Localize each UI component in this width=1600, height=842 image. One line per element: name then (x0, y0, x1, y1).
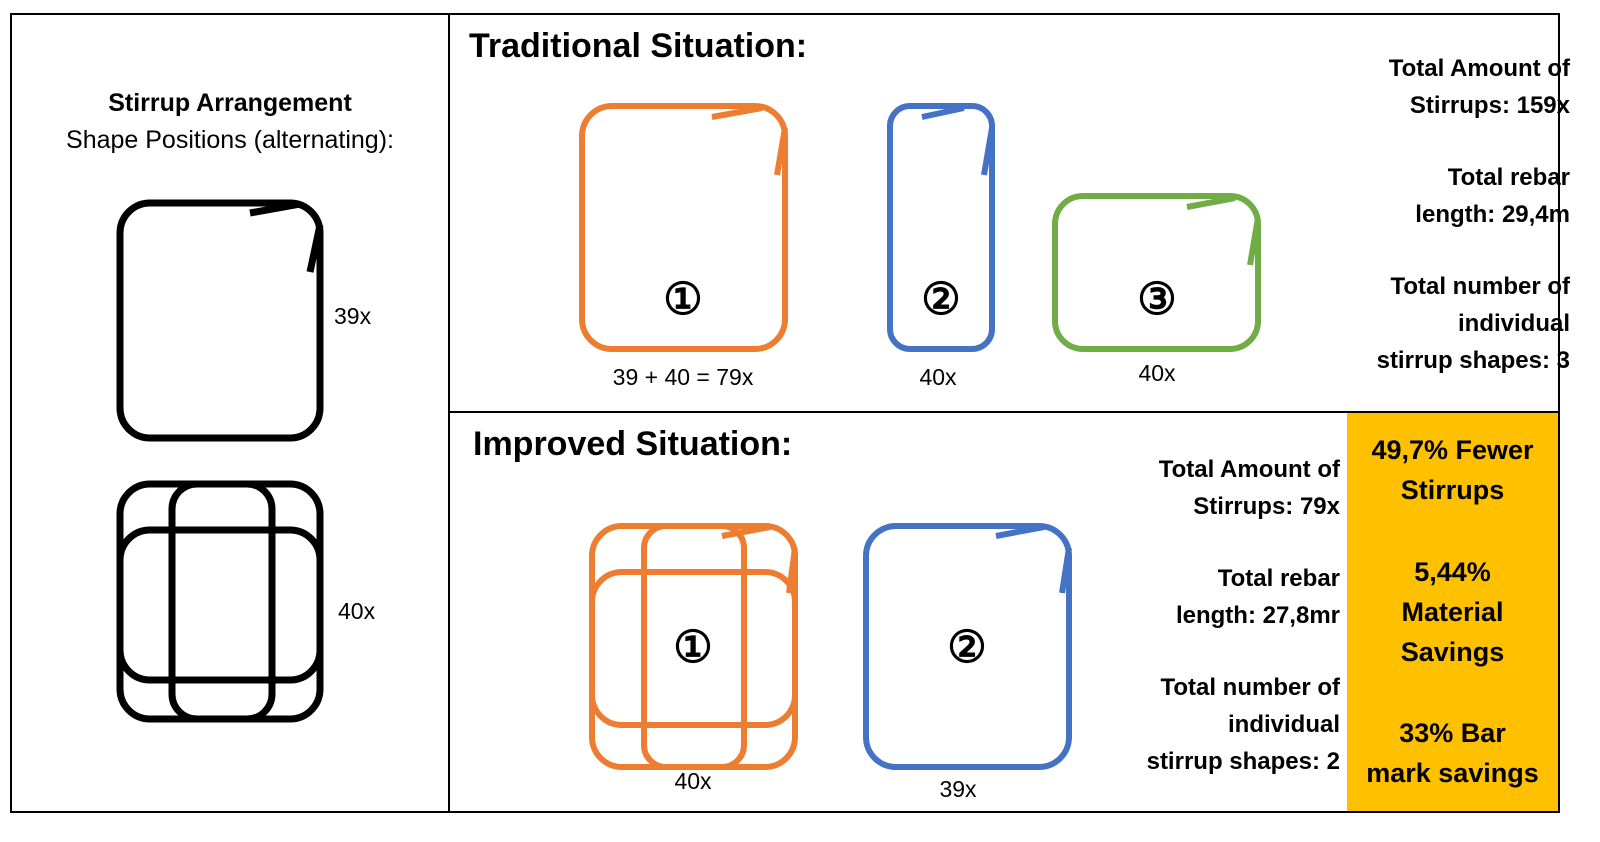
left-stirrup-composite-shape (116, 480, 324, 723)
traditional-length-line2: length: 29,4m (1415, 201, 1570, 228)
improved-shape-1 (589, 523, 798, 770)
traditional-shape-3-count: 40x (1138, 360, 1176, 386)
improved-shapes-line3: stirrup shapes: 2 (1146, 748, 1340, 775)
traditional-shapes-line2: individual (1457, 310, 1570, 337)
improved-shapes-line1: Total number of (1160, 674, 1340, 701)
savings-material-line1: 5,44% (1414, 557, 1491, 587)
savings-fewer-line1: 49,7% Fewer (1371, 435, 1534, 465)
traditional-shape-3-number: ③ (1137, 275, 1177, 324)
left-shape2-count: 40x (338, 598, 376, 624)
traditional-shapes-line1: Total number of (1390, 273, 1570, 300)
left-panel-title: Stirrup Arrangement (108, 89, 352, 117)
improved-length-line2: length: 27,8mr (1175, 602, 1340, 629)
savings-material-line3: Savings (1400, 637, 1505, 667)
improved-stats: Total Amount of Stirrups: 79x Total reba… (1062, 451, 1340, 780)
traditional-shape-1-count: 39 + 40 = 79x (612, 364, 754, 390)
traditional-stats: Total Amount of Stirrups: 159x Total reb… (1290, 50, 1570, 379)
traditional-length-line1: Total rebar (1447, 164, 1570, 191)
traditional-shapes-line3: stirrup shapes: 3 (1376, 347, 1570, 374)
savings-barmark-line2: mark savings (1366, 758, 1539, 788)
improved-amount-line1: Total Amount of (1158, 456, 1340, 483)
savings-fewer-line2: Stirrups (1400, 475, 1505, 505)
traditional-amount-line1: Total Amount of (1388, 55, 1570, 82)
improved-shape-1-count: 40x (674, 768, 712, 794)
left-shape1-count: 39x (334, 303, 372, 329)
traditional-shape-1 (579, 103, 788, 352)
improved-shape-2-number: ② (947, 623, 987, 672)
traditional-amount-line2: Stirrups: 159x (1409, 92, 1570, 119)
improved-length-line1: Total rebar (1217, 565, 1340, 592)
improved-shape-2 (863, 523, 1072, 770)
left-panel-subtitle: Shape Positions (alternating): (66, 126, 394, 154)
traditional-shape-1-number: ① (663, 275, 703, 324)
left-stirrup-single-shape (116, 199, 324, 442)
traditional-shape-2 (887, 103, 995, 352)
savings-barmark-line1: 33% Bar (1399, 718, 1506, 748)
traditional-shape-2-number: ② (921, 275, 961, 324)
improved-shapes-line2: individual (1227, 711, 1340, 738)
improved-shape-1-number: ① (673, 623, 713, 672)
traditional-shape-2-count: 40x (919, 364, 957, 390)
traditional-heading: Traditional Situation: (469, 27, 808, 65)
improved-shape-2-count: 39x (939, 776, 977, 802)
improved-amount-line2: Stirrups: 79x (1193, 493, 1340, 520)
savings-material-line2: Material (1401, 597, 1504, 627)
traditional-shape-3 (1052, 193, 1261, 352)
savings-bar-mark: 33% Bar mark savings (1347, 713, 1558, 793)
improved-panel-frame (448, 411, 1560, 813)
savings-highlight-box (1347, 413, 1558, 811)
savings-fewer-stirrups: 49,7% Fewer Stirrups (1347, 430, 1558, 510)
improved-heading: Improved Situation: (473, 425, 793, 463)
savings-material: 5,44% Material Savings (1347, 552, 1558, 672)
